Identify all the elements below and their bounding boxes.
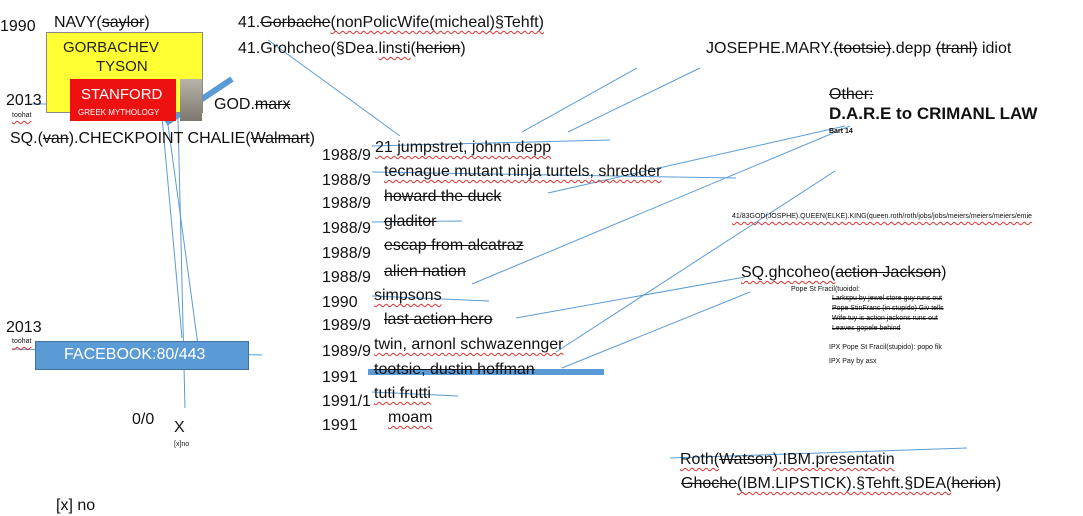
- pope-line-5: Leaves gopele behind: [832, 325, 901, 332]
- timeline-year: 1988/9: [322, 245, 371, 262]
- timeline-year: 1988/9: [322, 195, 371, 212]
- facebook-label: FACEBOOK:80/443: [64, 346, 206, 363]
- marx-word: marx: [254, 96, 291, 113]
- toohat-label: toohat: [12, 112, 32, 119]
- year-2013-label: 2013: [6, 92, 42, 109]
- connector-line: [165, 109, 199, 346]
- stanford-box: [70, 79, 176, 121]
- ipx-line-2: IPX Pay by asx: [829, 358, 877, 365]
- other-label: Other:: [829, 86, 874, 103]
- god-marx-label: GOD.marx: [214, 96, 291, 113]
- statue-photo: [180, 79, 202, 121]
- toohat-lower-label: toohat: [12, 338, 32, 345]
- x-mark-label: X: [174, 419, 185, 436]
- grohcheo-line: 41.Grohcheo(§Dea.linsti(herion): [238, 40, 466, 57]
- connector-line: [267, 39, 401, 137]
- connector-line: [471, 125, 851, 285]
- connector-line: [371, 220, 463, 223]
- timeline-title: tootsie, dustin hoffman: [374, 361, 535, 378]
- timeline-year: 1991: [322, 369, 358, 386]
- timeline-year: 1988/9: [322, 147, 371, 164]
- dare-label: D.A.R.E to CRIMANL LAW: [829, 104, 1038, 123]
- timeline-year: 1988/9: [322, 269, 371, 286]
- timeline-year: 1988/9: [322, 172, 371, 189]
- connector-line: [371, 171, 737, 179]
- connector-line: [159, 94, 183, 339]
- year-2013-lower-label: 2013: [6, 319, 42, 336]
- herion-word: herion: [415, 40, 461, 57]
- connector-line: [669, 447, 968, 459]
- pope-line-2: Larkspu by jewel store guy runs out: [832, 295, 943, 302]
- year-1990-label: 1990: [0, 18, 36, 35]
- timeline-year: 1991: [322, 417, 358, 434]
- connector-line: [371, 139, 611, 147]
- x-no-label: [x] no: [56, 497, 96, 514]
- navy-label: NAVY(saylor): [54, 14, 150, 31]
- timeline-title: tecnague mutant ninja turtels, shredder: [384, 163, 662, 180]
- checkpoint-charlie-label: SQ.(van).CHECKPOINT CHALIE(Walmart): [10, 130, 315, 147]
- zero-label: 0/0: [132, 411, 155, 428]
- walmart-word: Walmart: [250, 130, 310, 147]
- connector-line: [371, 295, 490, 302]
- pope-line-1: Pope St Fracil(tuoidol:: [791, 286, 860, 293]
- timeline-year: 1989/9: [322, 317, 371, 334]
- bart-label: Bart 14: [829, 128, 853, 135]
- connector-line: [555, 170, 836, 353]
- timeline-title: howard the duck: [384, 188, 502, 205]
- timeline-title: 21 jumpstret, johnn depp: [375, 139, 552, 156]
- pope-line-3: Pope StinFranc (in stupido) Giv tells: [832, 305, 944, 312]
- connector-line: [515, 276, 746, 319]
- timeline-title: moam: [388, 409, 433, 426]
- x-no-small-label: [x]no: [174, 441, 190, 448]
- timeline-title: gladitor: [384, 213, 437, 230]
- josephe-label: JOSEPHE.MARY.(tootsie).depp (tranl) idio…: [706, 40, 1012, 57]
- gorbachev-label: GORBACHEV: [63, 39, 159, 56]
- timeline-year: 1990: [322, 294, 358, 311]
- sq-ghcoheo-label: SQ.ghcoheo(action Jackson): [741, 264, 947, 281]
- connector-line: [521, 67, 638, 133]
- timeline-title: last action hero: [384, 311, 493, 328]
- pope-line-4: Wife tuy is action jackons runs out: [832, 315, 938, 322]
- timeline-title: simpsons: [374, 287, 442, 304]
- connector-line: [567, 67, 701, 133]
- facebook-box: [35, 341, 249, 370]
- ghoche-label: Ghoche(IBM.LIPSTICK).§Tehft.§DEA(herion): [681, 475, 1002, 492]
- gorbache-line: 41.Gorbache(nonPolicWife(micheal)§Tehft): [238, 14, 544, 31]
- timeline-year: 1989/9: [322, 343, 371, 360]
- timeline-year: 1988/9: [322, 220, 371, 237]
- connector-line: [547, 125, 846, 194]
- connector-line: [371, 391, 459, 397]
- ipx-line-1: IPX Pope St Fracil(stupido): popo fik: [829, 344, 942, 351]
- connector-line: [561, 291, 751, 369]
- tyson-label: TYSON: [96, 58, 148, 75]
- timeline-title: alien nation: [384, 263, 466, 280]
- timeline-title: escap from alcatraz: [384, 237, 524, 254]
- long-king-line: 41/83GOD(JOSPHE).QUEEN(ELKE).KING(queen.…: [732, 213, 1032, 220]
- greek-mythology-label: GREEK MYTHOLOGY: [78, 108, 160, 117]
- gorbache-word: Gorbache: [260, 14, 331, 31]
- timeline-title: tuti frutti: [374, 385, 431, 402]
- navy-sailor-word: saylor: [101, 14, 145, 31]
- timeline-title: twin, arnonl schwazennger: [374, 336, 564, 353]
- van-word: van: [42, 130, 69, 147]
- stanford-label: STANFORD: [81, 86, 163, 103]
- timeline-year: 1991/1: [322, 393, 371, 410]
- roth-label: Roth(Watson).IBM.presentatin: [680, 451, 895, 468]
